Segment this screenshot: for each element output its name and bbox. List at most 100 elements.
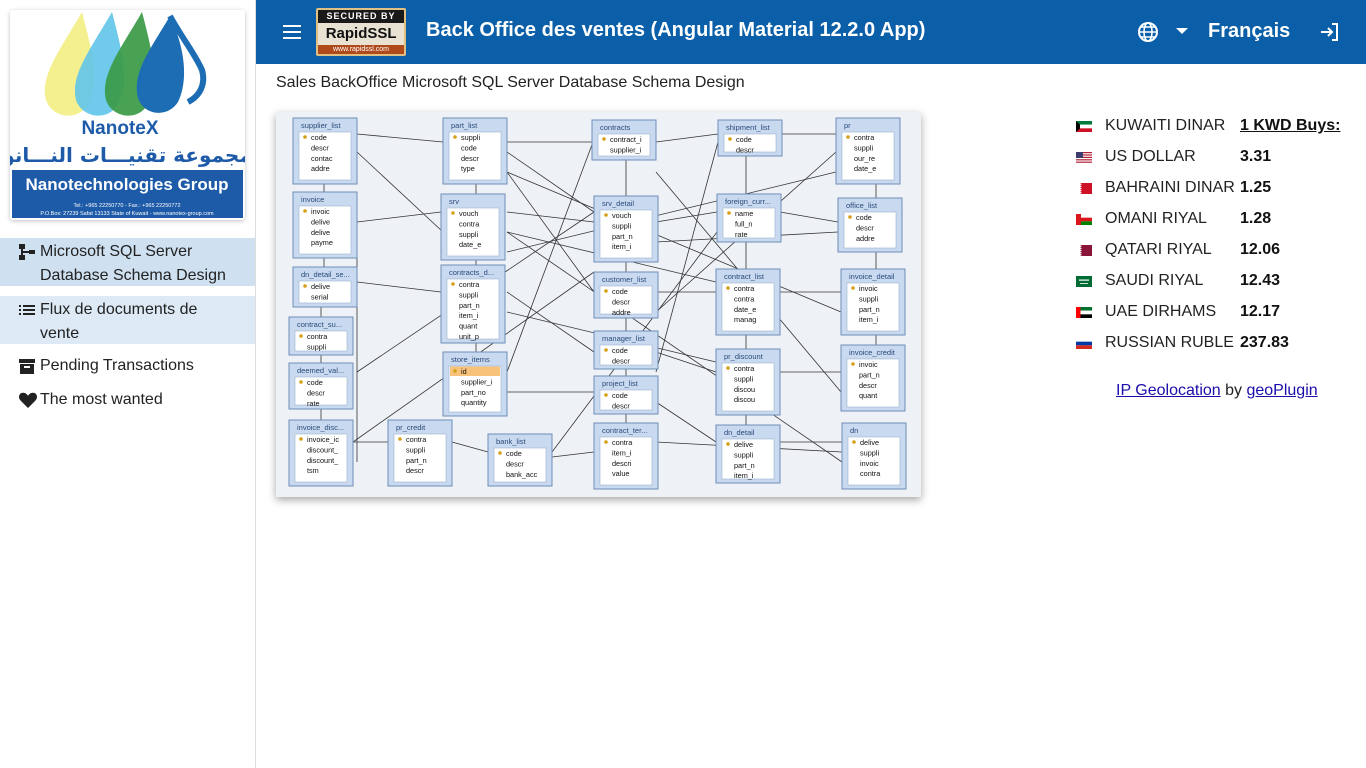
sidebar-item-most-wanted[interactable]: The most wanted (0, 386, 255, 414)
schema-field: discount_ (307, 445, 339, 454)
sidebar-item-label: Flux de documents de (40, 301, 198, 318)
primary-key-icon (851, 362, 855, 366)
currency-value: 12.43 (1240, 272, 1281, 289)
primary-key-icon (299, 437, 303, 441)
ssl-badge-brand: RapidSSL (318, 23, 404, 54)
ip-geolocation-link[interactable]: IP Geolocation (1116, 382, 1221, 399)
schema-field: rate (735, 230, 748, 239)
primary-key-icon (604, 348, 608, 352)
schema-table-name: deemed_val... (297, 366, 344, 375)
sidebar-item-document-flow[interactable]: Flux de documents de vente (0, 296, 255, 344)
schema-field: descr (506, 459, 524, 468)
logo-name: NanoteX (81, 118, 158, 139)
schema-field: descr (856, 223, 874, 232)
language-select[interactable]: Français (1208, 20, 1291, 42)
currency-row-kwd: KUWAITI DINAR 1 KWD Buys: (1076, 112, 1346, 140)
logout-icon[interactable] (1318, 20, 1342, 44)
schema-field: invoice_ic (307, 435, 339, 444)
schema-table-name: dn (850, 426, 858, 435)
sidebar-item-label: Database Schema Design (40, 267, 226, 284)
list-icon (18, 298, 40, 322)
schema-relation-line (655, 141, 719, 373)
schema-table: contracts_d...contrasupplipart_nitem_iqu… (440, 264, 506, 344)
schema-table-name: invoice_disc... (297, 423, 344, 432)
primary-key-icon (453, 135, 457, 139)
schema-field: type (461, 164, 475, 173)
schema-relation-line (356, 211, 442, 223)
schema-field: suppli (461, 133, 480, 142)
currency-value: 3.31 (1240, 148, 1272, 165)
schema-relation-line (356, 133, 444, 143)
schema-field: part_n (612, 232, 633, 241)
schema-icon (18, 240, 40, 264)
schema-field: supplier_i (461, 377, 493, 386)
schema-table-name: dn_detail (724, 428, 755, 437)
schema-field: delive (311, 228, 330, 237)
sidebar-item-pending-transactions[interactable]: Pending Transactions (0, 352, 255, 380)
sidebar-item-sql-schema[interactable]: Microsoft SQL Server Database Schema Des… (0, 238, 255, 286)
schema-field: payme (311, 238, 333, 247)
top-toolbar: SECURED BY RapidSSL www.rapidssl.com Bac… (256, 0, 1366, 64)
currency-value: 12.17 (1240, 303, 1281, 320)
schema-field: vouch (459, 209, 478, 218)
schema-field: suppli (854, 143, 873, 152)
schema-field: code (736, 135, 752, 144)
schema-table-name: part_list (451, 121, 478, 130)
schema-field: delive (311, 217, 330, 226)
currency-row-omr: OMANI RIYAL 1.28 (1076, 205, 1346, 233)
schema-field: rate (307, 399, 320, 408)
primary-key-icon (451, 211, 455, 215)
primary-key-icon (451, 282, 455, 286)
primary-key-icon (848, 215, 852, 219)
schema-field: suppli (859, 294, 878, 303)
primary-key-icon (498, 451, 502, 455)
schema-field: contra (734, 294, 755, 303)
primary-key-icon (303, 284, 307, 288)
qatar-flag-icon (1076, 244, 1092, 256)
schema-field: contra (734, 364, 755, 373)
schema-field: addre (311, 164, 330, 173)
primary-key-icon (602, 137, 606, 141)
logo-group: Nanotechnologies Group (25, 175, 228, 194)
logo-address: P.O.Box: 27239 Safat 13133 State of Kuwa… (40, 211, 214, 217)
schema-table-name: contracts (600, 123, 631, 132)
schema-field: id (461, 367, 467, 376)
schema-relation-line (356, 281, 442, 293)
menu-icon[interactable] (280, 20, 304, 44)
schema-field: name (735, 209, 753, 218)
schema-field: date_e (734, 305, 756, 314)
globe-icon[interactable] (1136, 20, 1160, 44)
schema-field: vouch (612, 211, 631, 220)
schema-field: suppli (734, 374, 753, 383)
schema-relation-line (655, 211, 718, 223)
schema-table-name: shipment_list (726, 123, 771, 132)
schema-field: serial (311, 292, 329, 301)
geoplugin-link[interactable]: geoPlugin (1246, 382, 1318, 399)
ssl-brand-text: RapidSSL (325, 25, 397, 42)
schema-field: suppli (307, 342, 326, 351)
schema-field: descr (612, 401, 630, 410)
schema-table-name: invoice_detail (849, 272, 895, 281)
chevron-down-icon[interactable] (1176, 28, 1188, 34)
sidebar-item-label: The most wanted (40, 391, 163, 408)
schema-field: delive (734, 440, 753, 449)
schema-table-name: contract_ter... (602, 426, 647, 435)
primary-key-icon (303, 135, 307, 139)
schema-field: contra (459, 219, 480, 228)
schema-field: bank_acc (506, 470, 538, 479)
primary-key-icon (851, 286, 855, 290)
schema-field: addre (612, 308, 631, 317)
schema-field: suppli (734, 450, 753, 459)
schema-field: manag (734, 315, 756, 324)
schema-table-name: store_items (451, 355, 490, 364)
schema-field: descr (612, 356, 630, 365)
schema-field: contra (734, 284, 755, 293)
ssl-badge[interactable]: SECURED BY RapidSSL www.rapidssl.com (316, 8, 406, 56)
